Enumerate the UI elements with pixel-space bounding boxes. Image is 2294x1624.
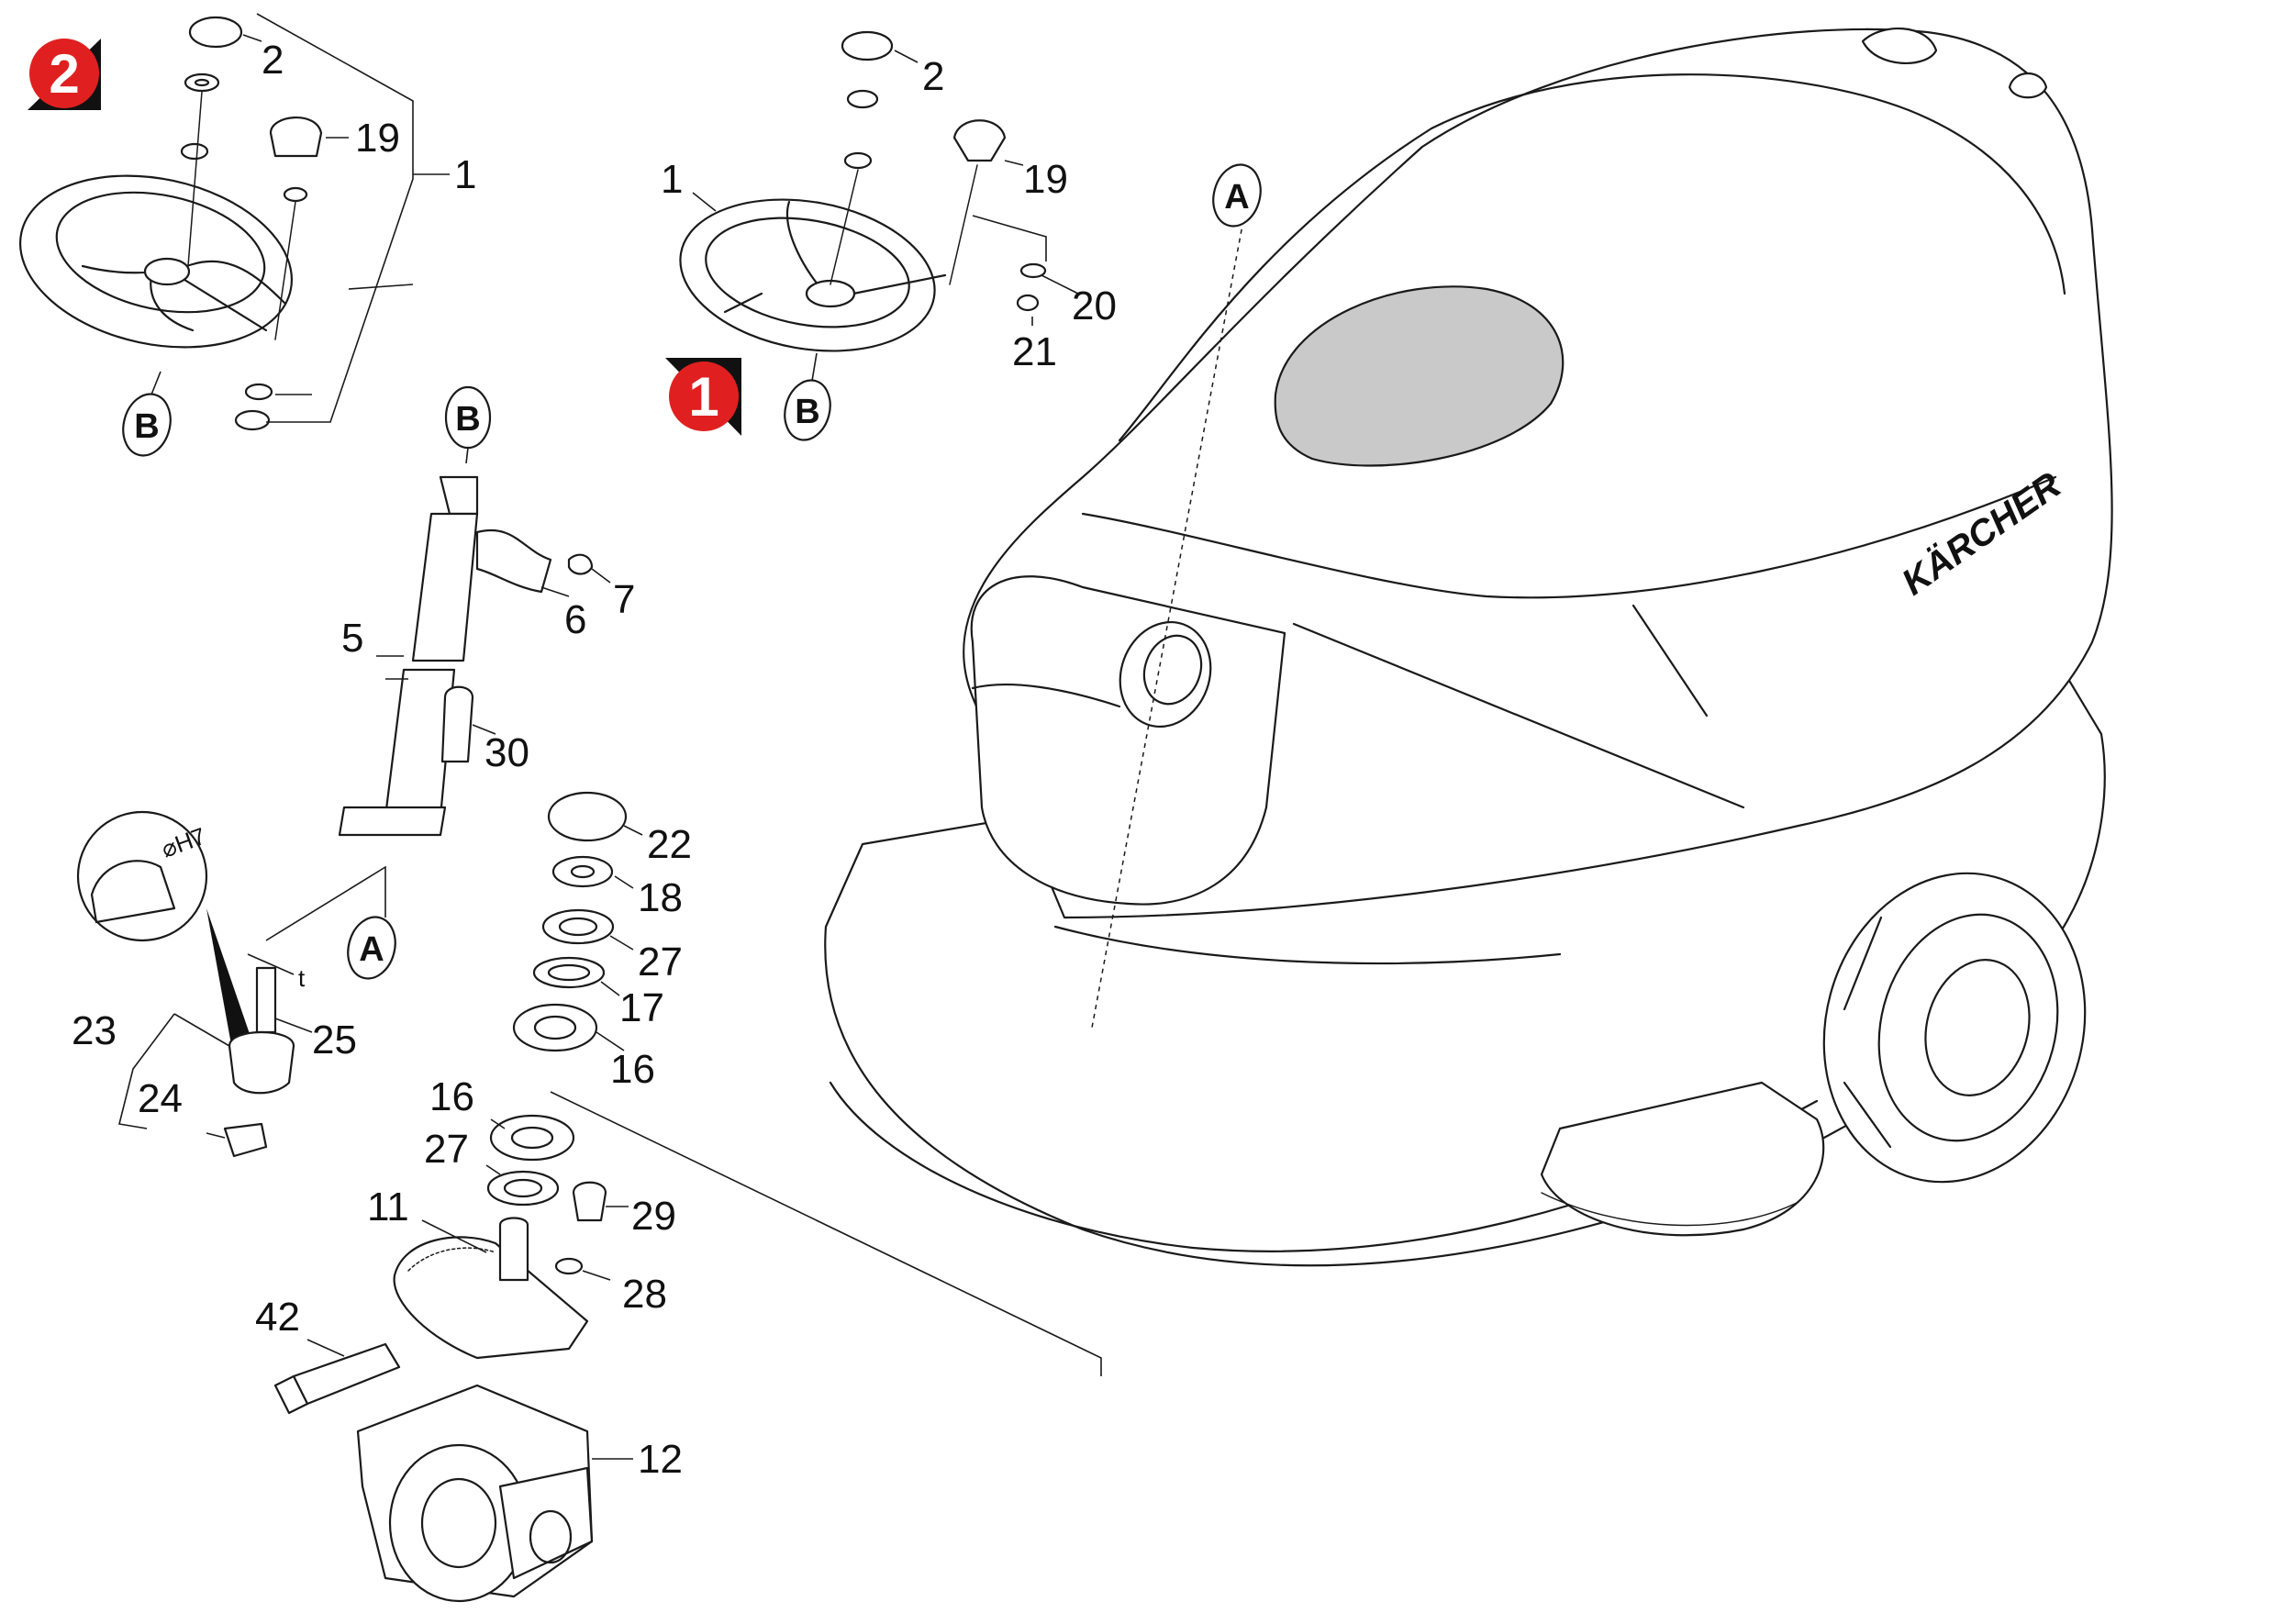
view-ref-b-center[interactable]: B	[778, 352, 836, 445]
view-ref-b-left[interactable]: B	[117, 371, 177, 461]
callout-22: 22	[647, 822, 692, 867]
callout-1-top-center: 1	[661, 157, 683, 202]
view-ref-b-center-label: B	[795, 393, 819, 431]
top-left-small-parts	[180, 16, 323, 431]
callout-23: 23	[72, 1008, 117, 1053]
steering-wheel-variant-1	[679, 198, 947, 352]
callout-17: 17	[619, 985, 664, 1030]
callout-19-top-center: 19	[1023, 157, 1068, 202]
view-ref-b-left-label: B	[134, 407, 159, 446]
badge-2-label: 2	[49, 43, 79, 105]
gear-segment-plate	[393, 1217, 589, 1360]
drive-wheel-motor	[356, 1384, 633, 1603]
callout-20-top-center: 20	[1072, 284, 1117, 328]
scrubber-dryer-body	[824, 27, 2113, 1267]
callout-11: 11	[367, 1185, 409, 1229]
callout-18: 18	[638, 875, 683, 920]
callout-1-top-left: 1	[454, 152, 476, 197]
callout-28: 28	[622, 1272, 667, 1317]
view-ref-b-column[interactable]: B	[444, 385, 492, 464]
callout-6: 6	[564, 597, 586, 642]
view-ref-a-column-label: A	[359, 930, 384, 969]
pinion-detail-view: ⌀H7	[76, 810, 257, 1060]
callout-12: 12	[638, 1437, 683, 1482]
callout-7: 7	[613, 577, 635, 622]
top-center-leaders	[692, 50, 1079, 326]
variant-badge-1[interactable]: 1	[665, 358, 741, 436]
callout-16-upper: 16	[610, 1047, 655, 1092]
bearing-stack	[485, 791, 1102, 1376]
view-ref-a-body-label: A	[1224, 178, 1249, 217]
callout-25: 25	[312, 1018, 357, 1062]
variant-badge-2[interactable]: 2	[28, 39, 101, 110]
callout-27-upper: 27	[638, 940, 683, 984]
callout-16-lower: 16	[429, 1074, 474, 1119]
steering-wheel-variant-2	[18, 174, 294, 349]
badge-1-label: 1	[688, 366, 718, 428]
callout-42: 42	[255, 1295, 300, 1340]
tank-window	[1274, 285, 1565, 467]
callout-2-top-left: 2	[262, 38, 284, 83]
callout-27-lower: 27	[424, 1127, 469, 1172]
top-left-leaders	[242, 13, 450, 423]
callout-24: 24	[138, 1076, 183, 1121]
top-center-small-parts	[830, 30, 1047, 312]
grease-tube	[273, 1339, 401, 1415]
callout-21-top-center: 21	[1012, 329, 1057, 374]
tolerance-dimension-label: t	[298, 964, 306, 992]
steering-column	[338, 475, 611, 837]
callout-2-top-center: 2	[922, 54, 944, 99]
callout-19-top-left: 19	[355, 116, 400, 161]
callout-5: 5	[341, 616, 363, 661]
view-ref-a-body[interactable]: A	[1207, 160, 1267, 232]
callout-30: 30	[484, 730, 529, 775]
pinion-and-key: t	[118, 953, 313, 1158]
view-ref-b-column-label: B	[455, 400, 480, 439]
view-ref-a-column[interactable]: A	[265, 865, 402, 984]
callout-29: 29	[631, 1194, 676, 1239]
